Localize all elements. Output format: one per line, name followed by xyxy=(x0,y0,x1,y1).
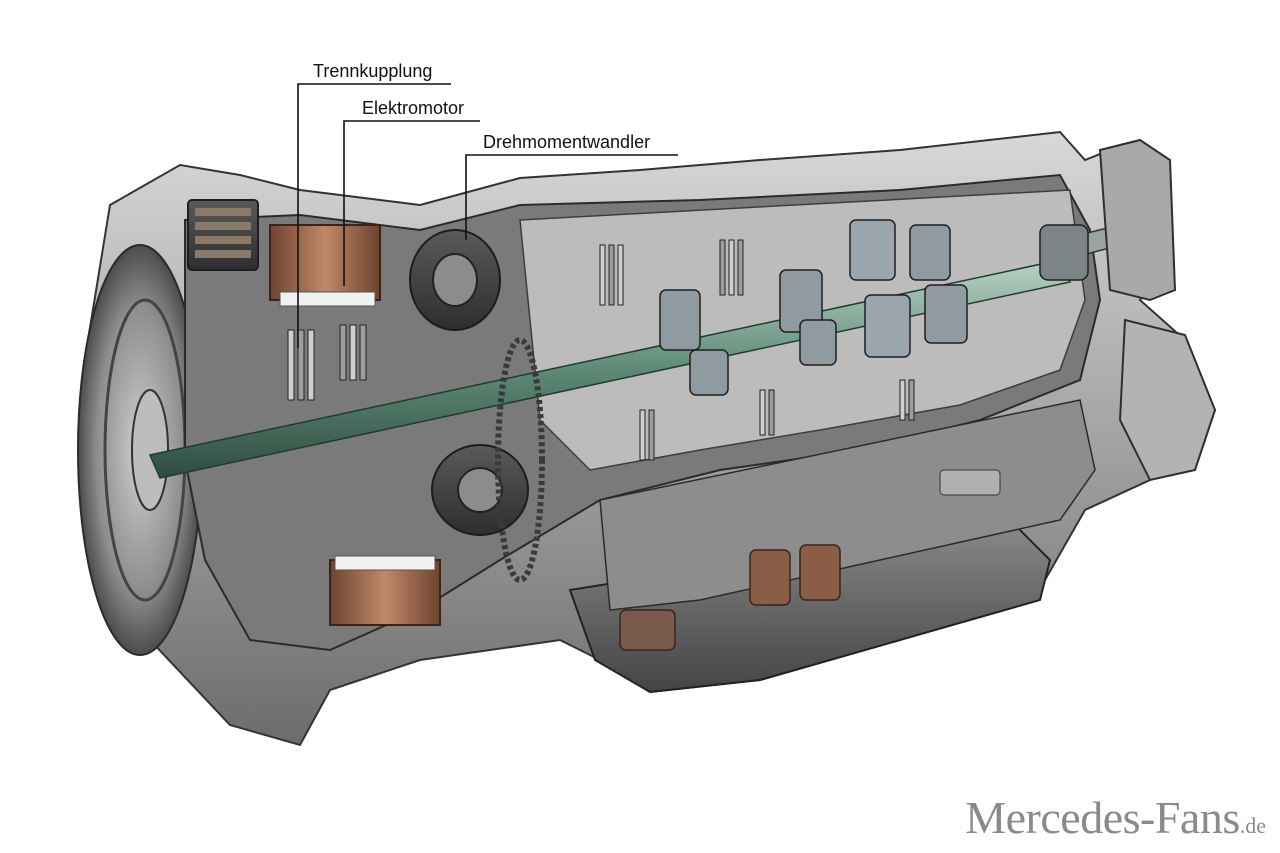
rear-mount-flange xyxy=(1098,138,1217,482)
watermark-tld: .de xyxy=(1239,813,1266,838)
callout-label-elektromotor: Elektromotor xyxy=(362,98,465,118)
torque-converter xyxy=(409,229,529,536)
flywheel xyxy=(77,244,203,656)
planetary-gears xyxy=(659,219,1089,396)
watermark: Mercedes-Fans.de xyxy=(965,795,1266,841)
electric-motor xyxy=(269,224,441,626)
leader-line-drehmomentwandler xyxy=(465,154,678,240)
leader-line-elektromotor xyxy=(343,120,480,286)
clutch-packs xyxy=(287,239,915,461)
callout-label-drehmomentwandler: Drehmomentwandler xyxy=(483,132,651,152)
connector-block xyxy=(187,199,259,271)
leader-line-trennkupplung xyxy=(297,83,451,348)
oil-pan xyxy=(568,518,1052,694)
callout-label-trennkupplung: Trennkupplung xyxy=(313,61,433,81)
oil-pump-chain xyxy=(495,337,545,583)
watermark-brand: Mercedes-Fans xyxy=(965,792,1240,843)
hydraulic-control-unit xyxy=(599,399,1096,651)
callout-leader-lines xyxy=(297,83,678,348)
